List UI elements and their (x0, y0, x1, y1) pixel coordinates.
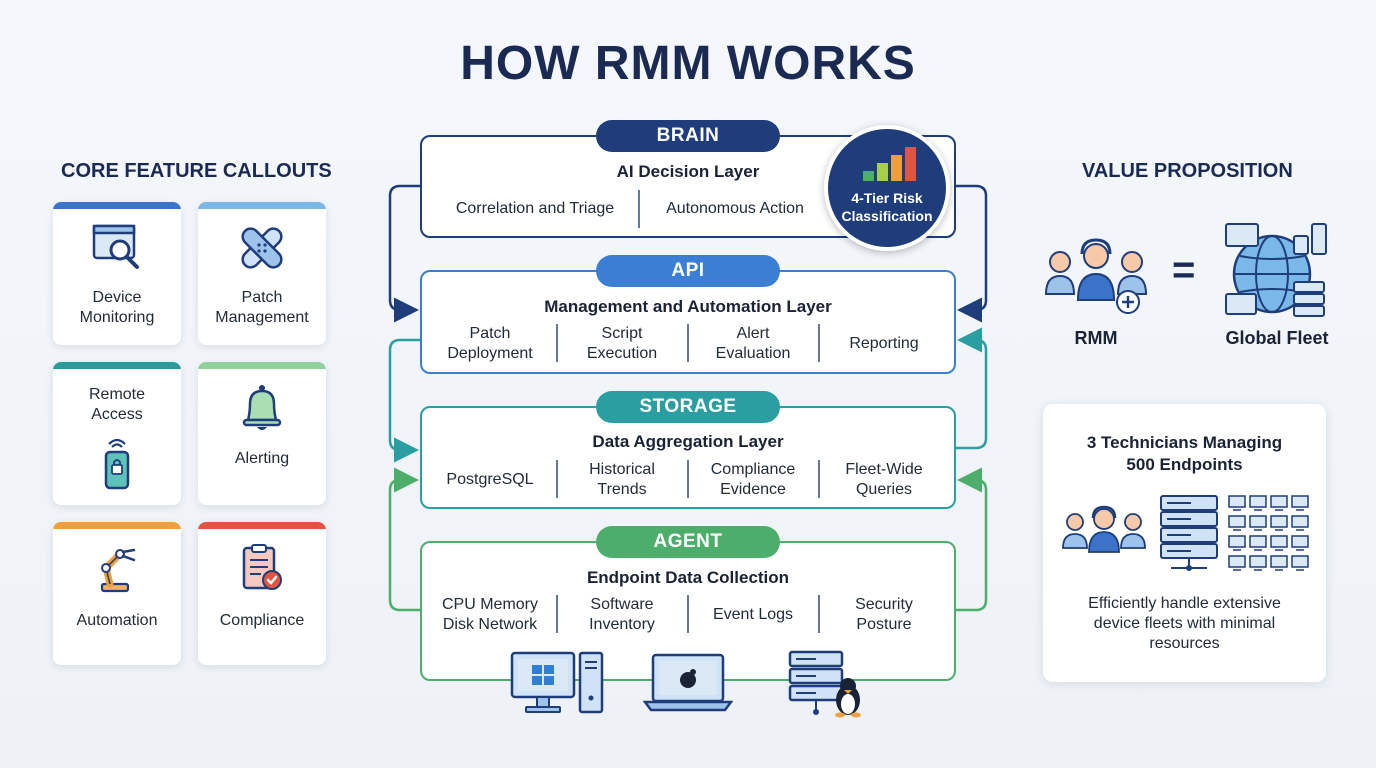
card-label: Remote (88, 386, 146, 403)
risk-classification-badge: 4-Tier Risk Classification (824, 125, 950, 251)
badge-text: 4-Tier Risk (851, 190, 923, 206)
feature-card-automation[interactable]: Automation (53, 522, 181, 665)
card-accent-bar (198, 362, 326, 369)
divider (556, 324, 558, 362)
card-label: Automation (76, 612, 158, 629)
apple-laptop-icon (643, 653, 733, 712)
divider (818, 324, 820, 362)
risk-bars-icon (863, 147, 916, 181)
card-accent-bar (53, 522, 181, 529)
monitor-search-icon (92, 224, 139, 269)
clipboard-check-icon (242, 544, 282, 590)
divider (556, 595, 558, 633)
windows-desktop-icon (510, 651, 604, 714)
brain-cell: Correlation and Triage (455, 200, 615, 217)
card-label: Alerting (234, 450, 290, 467)
feature-card-device-monitoring[interactable]: Device Monitoring (53, 202, 181, 345)
card-label: Device (92, 289, 142, 306)
divider (687, 460, 689, 498)
card-label: Access (91, 406, 143, 423)
api-cell: Reporting (849, 335, 919, 352)
brain-cell: Autonomous Action (666, 200, 804, 217)
card-accent-bar (198, 202, 326, 209)
badge-text: Classification (841, 208, 933, 224)
bandage-icon (241, 227, 283, 269)
feature-card-compliance[interactable]: Compliance (198, 522, 326, 665)
card-accent-bar (53, 202, 181, 209)
endpoints-grid-icon (1228, 495, 1309, 571)
technicians-icon (1062, 505, 1146, 553)
brain-pill: BRAIN (596, 120, 780, 152)
storage-pill: STORAGE (596, 391, 780, 423)
panel-description: Efficiently handle extensive device flee… (1088, 595, 1281, 652)
equals-sign: = (1172, 248, 1196, 292)
divider (818, 460, 820, 498)
divider (687, 595, 689, 633)
storage-layer-title: Data Aggregation Layer (592, 432, 784, 451)
core-features-heading: CORE FEATURE CALLOUTS (61, 160, 332, 182)
value-proposition-heading: VALUE PROPOSITION (1082, 160, 1293, 182)
phone-lock-icon (104, 438, 130, 490)
agent-pill: AGENT (596, 526, 780, 558)
agent-layer-title: Endpoint Data Collection (586, 568, 790, 587)
rmm-label: RMM (1074, 328, 1118, 348)
card-accent-bar (198, 522, 326, 529)
api-layer-title: Management and Automation Layer (544, 297, 832, 316)
card-label: Compliance (219, 612, 305, 629)
feature-card-alerting[interactable]: Alerting (198, 362, 326, 505)
card-label: Patch (241, 289, 283, 306)
brain-layer-title: AI Decision Layer (616, 162, 760, 181)
robot-arm-icon (100, 548, 136, 593)
feature-card-remote-access[interactable]: Remote Access (53, 362, 181, 505)
page-title: HOW RMM WORKS (460, 37, 916, 90)
storage-cell: PostgreSQL (446, 471, 534, 488)
divider (818, 595, 820, 633)
server-rack-icon (1160, 495, 1218, 571)
global-fleet-label: Global Fleet (1225, 328, 1329, 348)
divider (556, 460, 558, 498)
divider (638, 190, 640, 228)
feature-card-patch-management[interactable]: Patch Management (198, 202, 326, 345)
card-label: Management (215, 309, 309, 326)
bell-icon (242, 385, 282, 430)
card-label: Monitoring (79, 309, 155, 326)
technicians-group-icon (1044, 238, 1148, 314)
card-accent-bar (53, 362, 181, 369)
agent-cell: Event Logs (712, 606, 794, 623)
api-pill: API (596, 255, 780, 287)
divider (687, 324, 689, 362)
global-fleet-icon (1225, 223, 1327, 317)
linux-server-icon (788, 650, 861, 718)
